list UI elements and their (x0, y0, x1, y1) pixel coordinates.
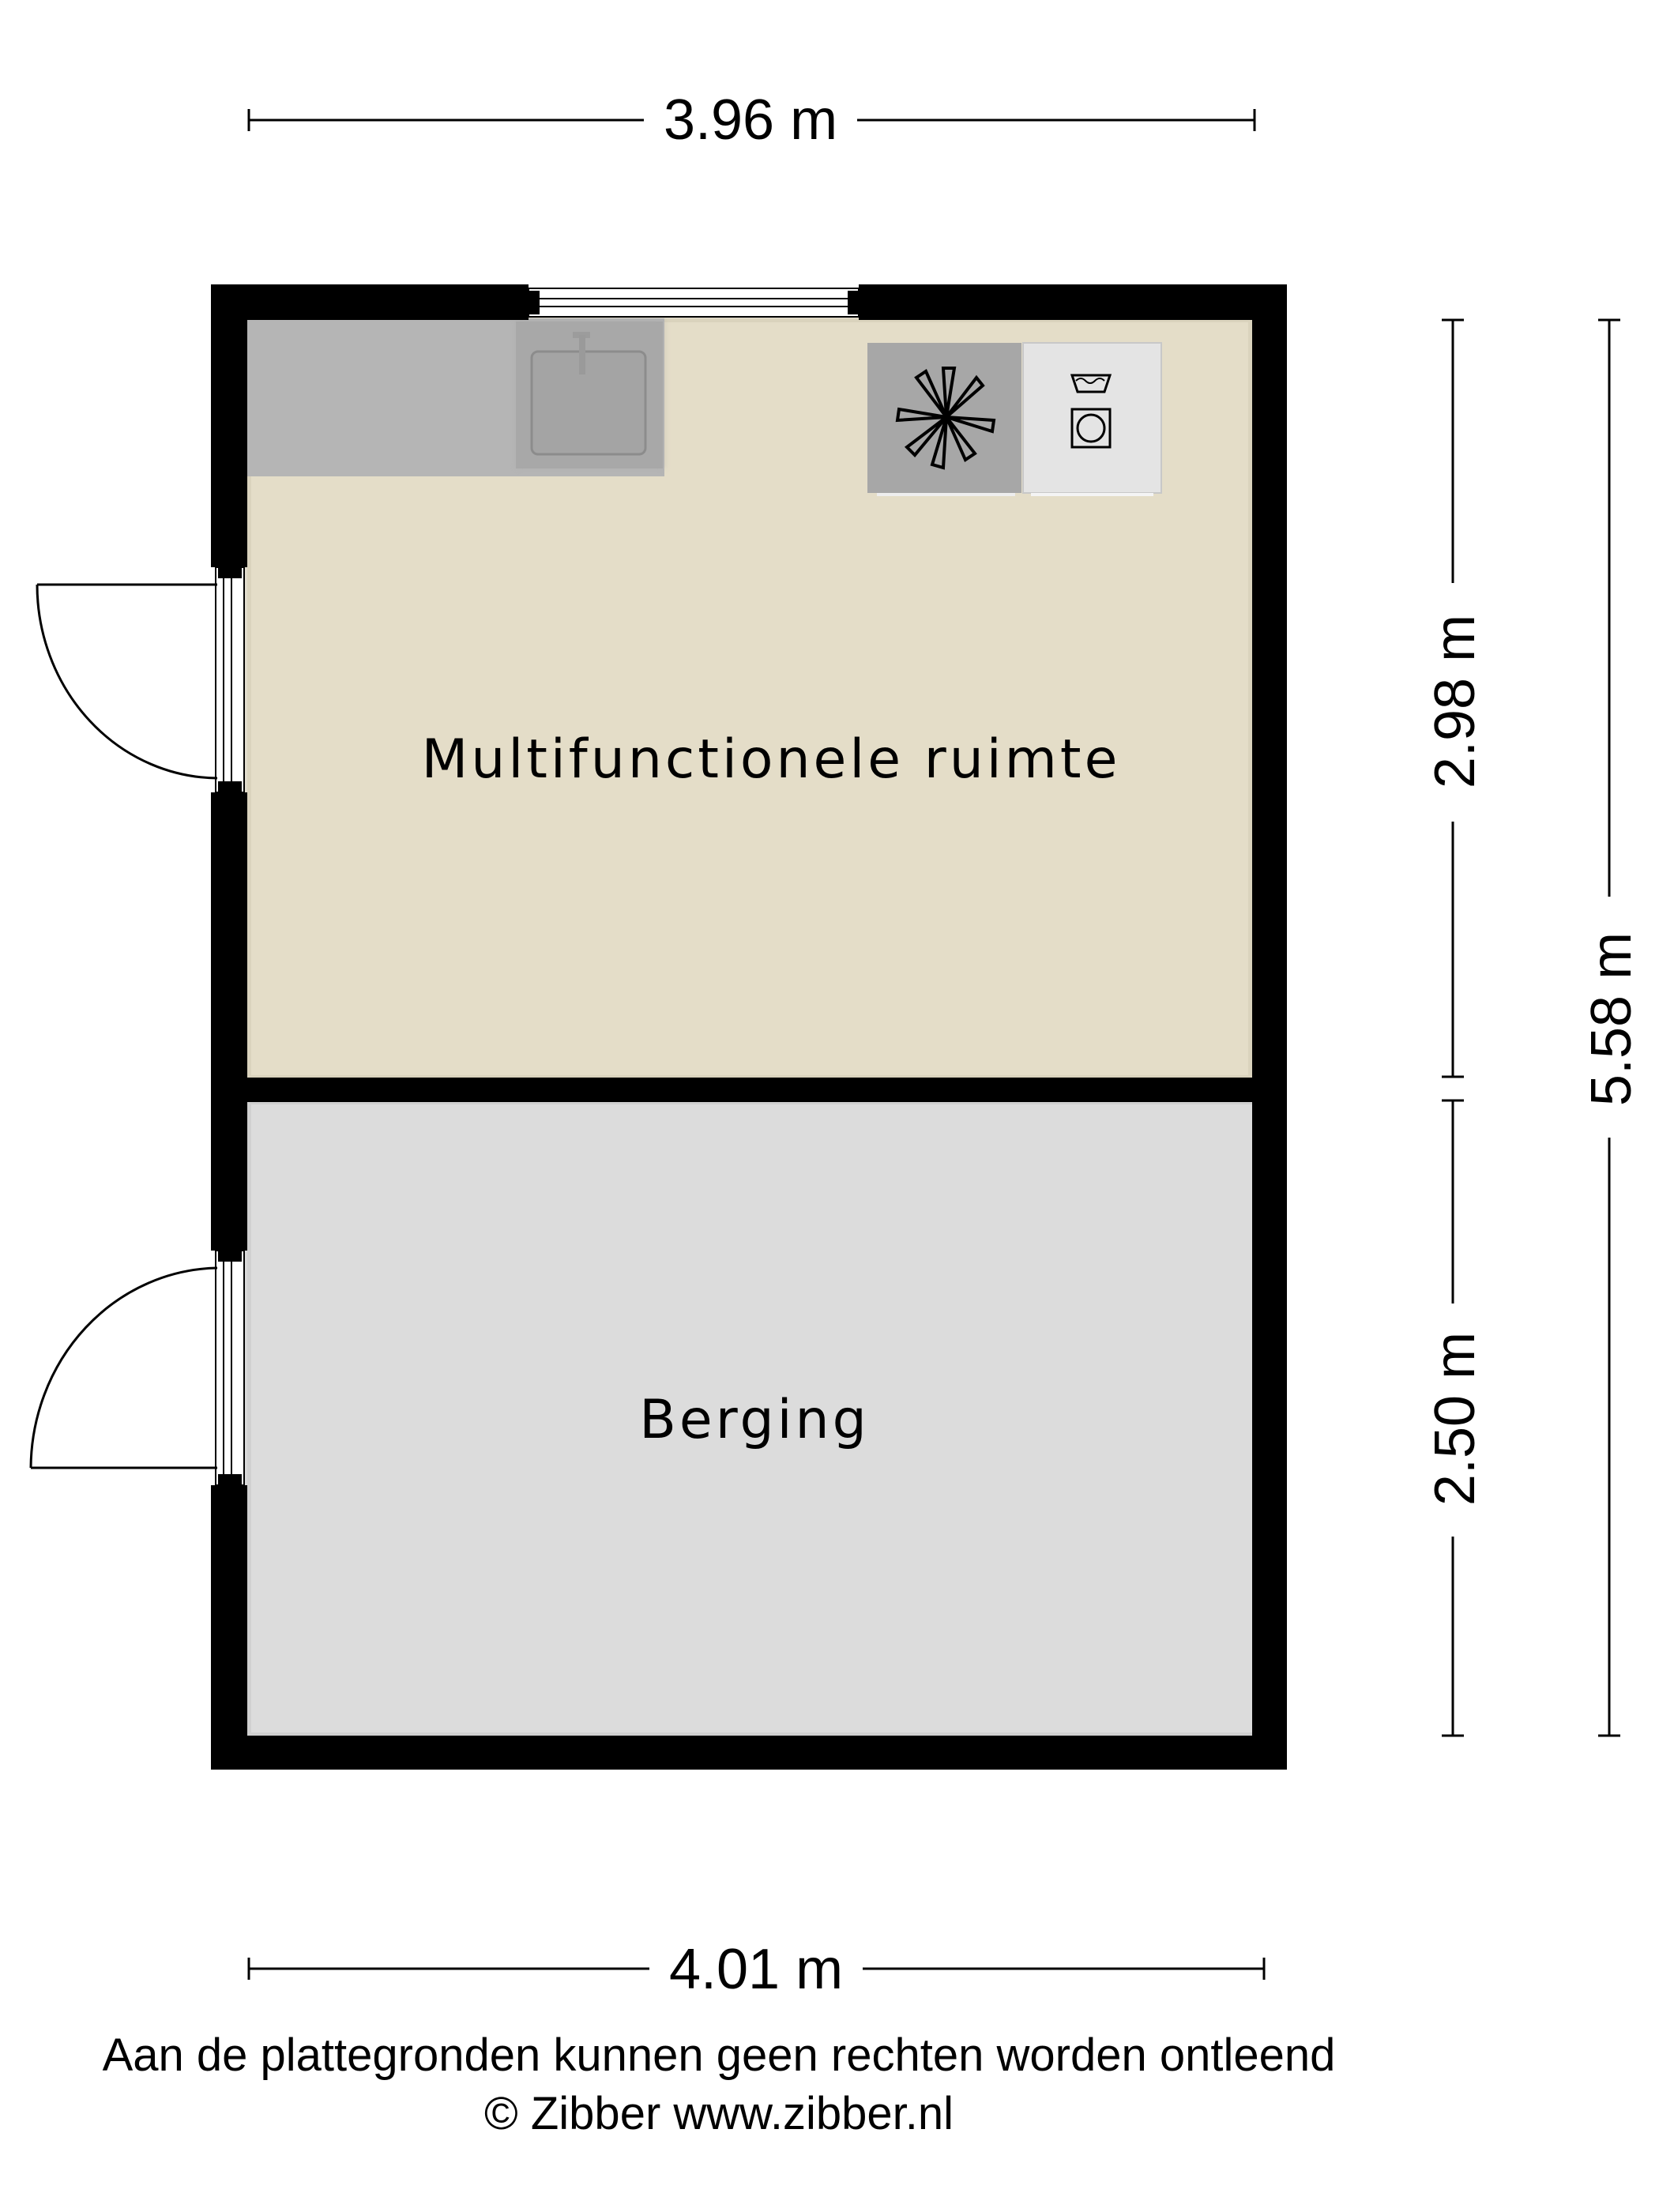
room-label-multifunctional: Multifunctionele ruimte (422, 728, 1121, 791)
lower-room-floor (247, 1100, 1264, 1736)
kitchen-counter (247, 318, 664, 476)
bottom-dimension: 4.01 m (247, 1938, 1266, 2001)
top-window (528, 288, 860, 318)
walls (211, 284, 1287, 1770)
upper-height-dimension: 2.98 m (1424, 318, 1487, 1078)
copyright-text: © Zibber www.zibber.nl (484, 2088, 954, 2139)
disclaimer-text: Aan de plattegronden kunnen geen rechten… (102, 2030, 1336, 2081)
boiler-icon (867, 343, 1021, 496)
lower-height-dimension: 2.50 m (1424, 1099, 1487, 1737)
bottom-width-label: 4.01 m (669, 1938, 843, 2001)
top-dimension: 3.96 m (247, 88, 1256, 152)
washing-machine-icon (1022, 342, 1162, 496)
room-label-storage: Berging (639, 1389, 870, 1451)
total-height-label: 5.58 m (1580, 932, 1643, 1106)
total-height-dimension: 5.58 m (1580, 318, 1643, 1737)
sink-icon (516, 322, 663, 468)
top-width-label: 3.96 m (664, 88, 837, 152)
upper-height-label: 2.98 m (1424, 615, 1487, 788)
lower-height-label: 2.50 m (1424, 1332, 1487, 1506)
upper-door (36, 566, 245, 793)
lower-door (29, 1250, 245, 1486)
